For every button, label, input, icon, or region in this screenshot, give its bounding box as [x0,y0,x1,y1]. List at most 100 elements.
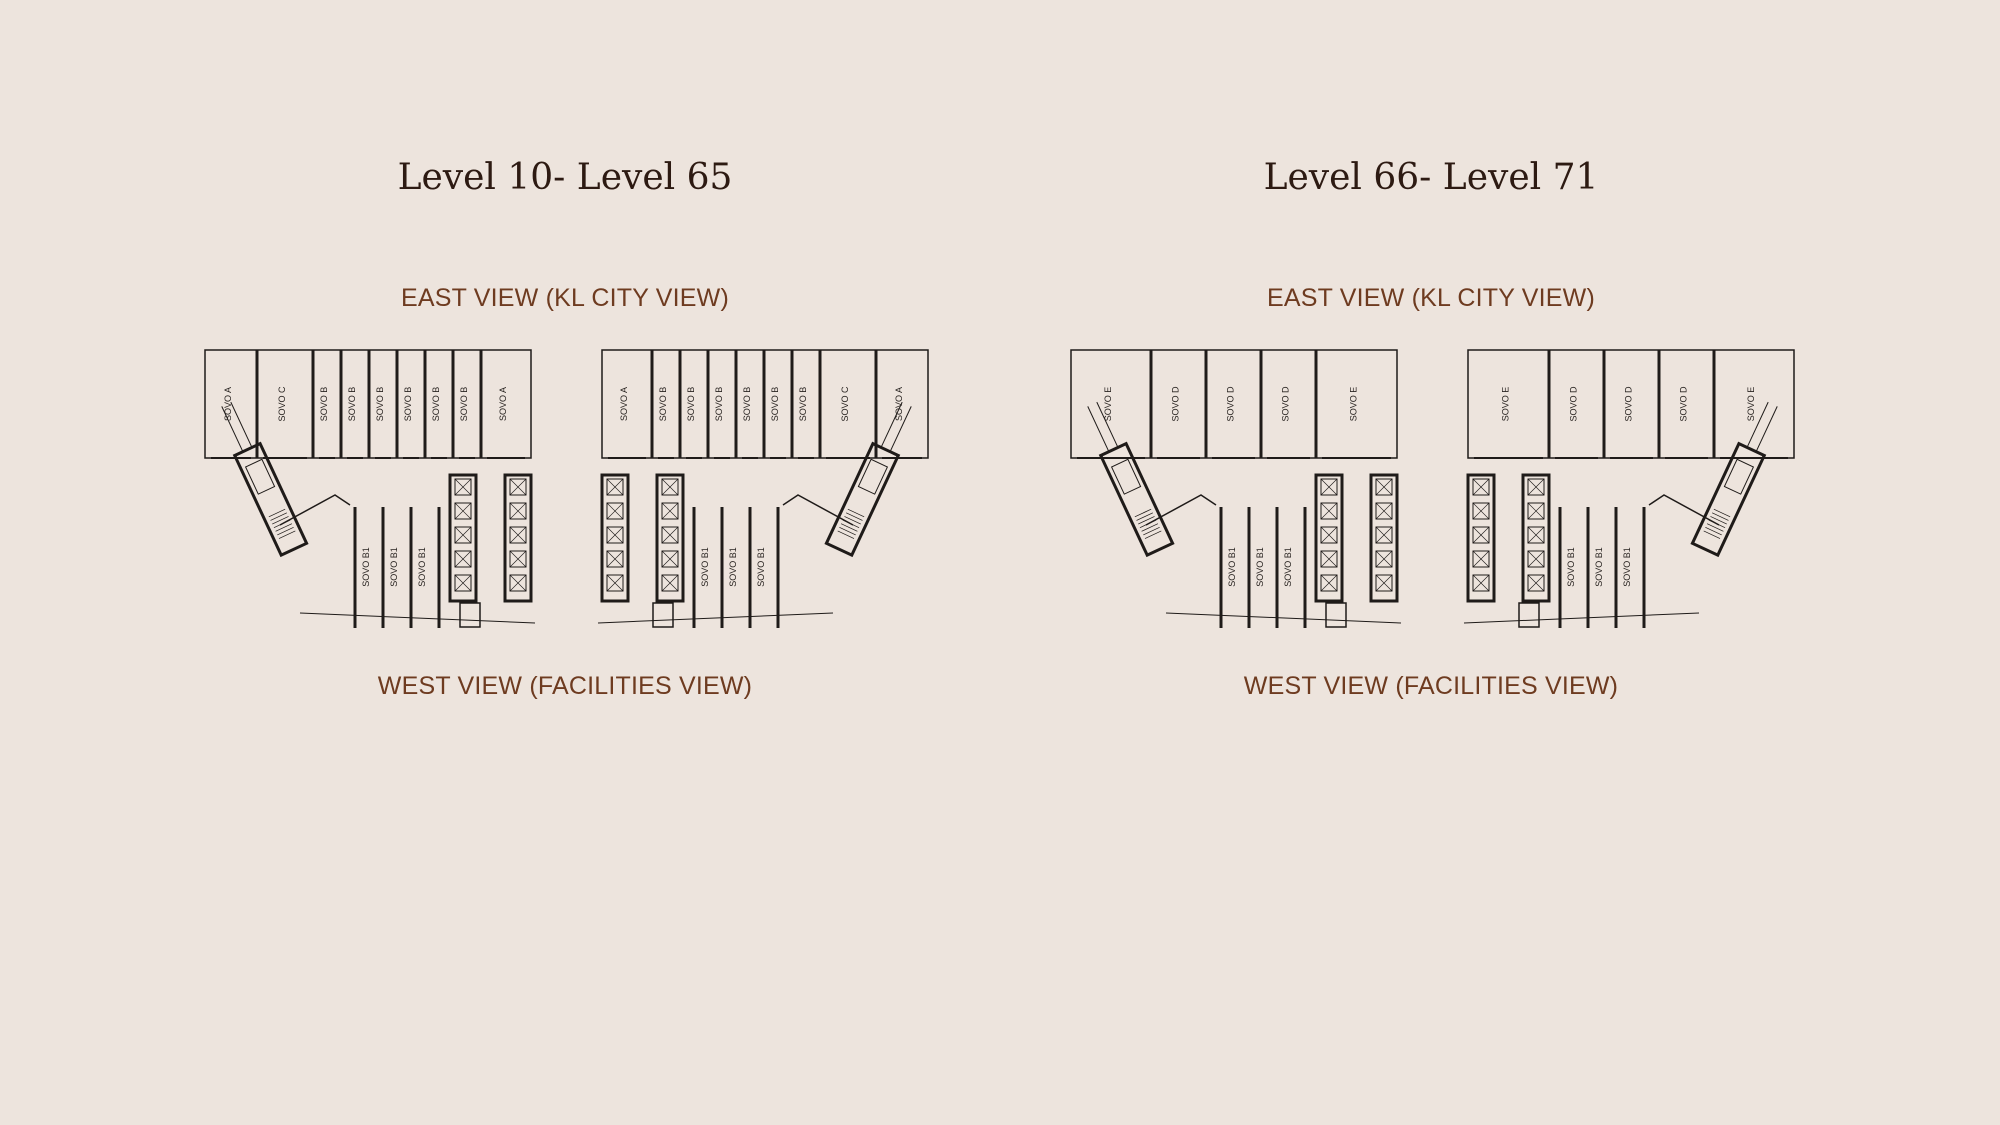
stair-tread [1705,526,1722,536]
stair-tread [272,516,289,525]
lobby-wall [1145,494,1217,526]
stair-tread [1134,508,1152,518]
unit-label: SOVO B [742,387,752,422]
unit-label: SOVO D [1171,386,1181,422]
lift-car [606,502,624,520]
east-view-label: EAST VIEW (KL CITY VIEW) [400,284,729,312]
lift-car [454,502,472,520]
lift-car [1320,574,1338,592]
unit-label: SOVO D [1569,386,1579,422]
stair-tread [837,530,855,539]
bridge-rail [1755,406,1778,452]
lift-car [661,526,679,544]
stair-tread [1703,530,1721,539]
lift-cross [454,550,472,568]
lift-car [1375,550,1393,568]
tower-wing [204,349,536,628]
unit-label: SOVO C [277,386,287,422]
lift-car [1375,574,1393,592]
unit-label: SOVO B1 [1283,547,1293,587]
lift-car [1375,502,1393,520]
unit-label: SOVO A [223,387,233,421]
west-view-label: WEST VIEW (FACILITIES VIEW) [1243,672,1619,700]
unit-label: SOVO B1 [361,547,371,587]
bridge-rail [221,406,244,452]
floor-plan-svg: SOVO A SOVO C SOVO B SOVO B SOVO B SOVO B SOVO… [204,349,929,628]
lift-core [1466,473,1496,603]
lift-car [509,478,527,496]
lift-core [503,473,533,603]
lift-cross [661,574,679,592]
floor-plan-drawing: SOVO A SOVO C SOVO B SOVO B SOVO B SOVO B SOVO… [200,345,930,640]
unit-label: SOVO B1 [1622,547,1632,587]
stair-tread [278,530,296,539]
lift-car [1472,574,1490,592]
lift-car [661,550,679,568]
lift-cross [606,526,624,544]
unit-label: SOVO B1 [1594,547,1604,587]
lift-cross [454,526,472,544]
floor-plan-panel-2: Level 66- Level 71 EAST VIEW (KL CITY VI… [1066,0,1796,1125]
lift-cross [606,574,624,592]
lift-core [1369,473,1399,603]
lift-core [1521,473,1551,603]
plan-title: Level 10- Level 65 [397,157,733,198]
stair-landing [1110,458,1142,495]
stair-tread [1141,523,1159,532]
lift-car [1527,550,1545,568]
unit-label: SOVO D [1679,386,1689,422]
lift-cross [1320,478,1338,496]
stair-tread [839,526,856,536]
lift-core [448,473,478,603]
lift-car [1527,478,1545,496]
lift-cross [509,550,527,568]
unit-label: SOVO B1 [1255,547,1265,587]
stair-tread [270,512,288,521]
unit-label: SOVO E [1349,387,1359,422]
unit-label: SOVO B [431,387,441,422]
lift-car [661,502,679,520]
unit-label: SOVO D [1226,386,1236,422]
lift-car [1527,574,1545,592]
stair-tread [1711,512,1729,521]
lift-cross [509,526,527,544]
stair-landing [857,458,889,495]
west-facade-line [299,612,536,624]
unit-label: SOVO B [459,387,469,422]
lift-cross [1472,550,1490,568]
lift-cross [606,478,624,496]
lift-car [606,478,624,496]
bridge-rail [880,401,903,448]
unit-label: SOVO E [1103,387,1113,422]
stair-tread [1706,523,1724,532]
stair-shaft [232,441,309,558]
lift-car [1527,502,1545,520]
lift-cross [454,478,472,496]
lift-cross [1527,550,1545,568]
unit-label: SOVO B [375,387,385,422]
service-room [459,602,481,628]
stair-shaft [1098,441,1175,558]
unit-label: SOVO D [1624,386,1634,422]
unit-label: SOVO B [319,387,329,422]
service-room [652,602,674,628]
unit-label: SOVO A [619,387,629,421]
unit-label: SOVO B1 [1227,547,1237,587]
lift-cross [454,502,472,520]
lift-cross [1375,502,1393,520]
west-view-label: WEST VIEW (FACILITIES VIEW) [377,672,753,700]
stair-tower [824,401,912,558]
lift-cross [1320,502,1338,520]
lift-core [600,473,630,603]
bridge-rail [1087,406,1110,452]
lift-car [606,550,624,568]
unit-label: SOVO A [894,387,904,421]
tower-wing [597,349,929,628]
lift-cross [1320,574,1338,592]
lift-car [1527,526,1545,544]
lift-cross [1375,550,1393,568]
lobby-wall [782,494,854,526]
unit-label: SOVO B [770,387,780,422]
lift-car [509,574,527,592]
floor-plan-panel-1: Level 10- Level 65 EAST VIEW (KL CITY VI… [200,0,930,1125]
